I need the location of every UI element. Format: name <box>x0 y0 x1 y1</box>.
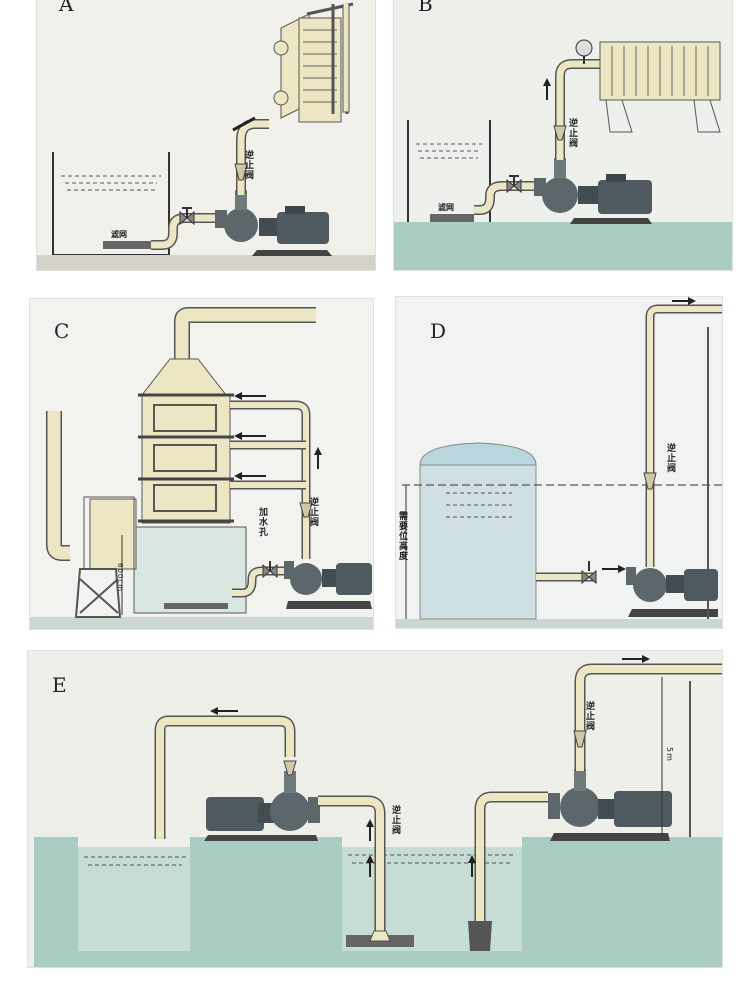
check-valve-label: 逆止阀 <box>665 443 675 473</box>
height-label: 600cm <box>116 563 124 593</box>
diagram-panel-a: A 逆止阀 滤网 <box>37 0 375 270</box>
strainer <box>164 603 228 609</box>
panel-letter: A <box>59 0 74 16</box>
panel-d-drawing <box>396 297 722 628</box>
pump-unit <box>626 567 718 617</box>
filler-hole-label: 加水孔 <box>257 507 267 537</box>
height-label: 5m <box>665 747 674 762</box>
check-valve <box>643 472 657 490</box>
right-check-valve-label: 逆止阀 <box>584 701 594 731</box>
right-discharge-pipe <box>574 663 722 771</box>
flow-arrow <box>543 78 551 100</box>
strainer <box>430 214 474 222</box>
left-check-valve-top <box>283 760 297 776</box>
check-valve-label: 逆止阀 <box>567 118 577 148</box>
left-pump-unit <box>204 771 320 841</box>
diagram-panel-e: E 逆止阀 逆止阀 5m <box>28 651 722 967</box>
strainer-label: 滤网 <box>438 203 454 212</box>
pump-unit <box>215 190 332 256</box>
panel-letter: C <box>54 319 70 343</box>
flow-arrow-top <box>672 297 696 305</box>
panel-a-drawing <box>37 2 375 270</box>
pressure-gauge <box>575 39 593 57</box>
flow-arrows <box>234 392 322 480</box>
plate-heat-exchanger <box>273 2 354 123</box>
diagram-panel-c: C 逆止阀 加水孔 600cm <box>30 299 373 629</box>
flow-arrow <box>232 116 256 132</box>
suction-pipe <box>151 213 217 250</box>
check-valve <box>553 125 567 141</box>
ground-blocks <box>34 837 722 967</box>
panel-letter: D <box>430 319 447 343</box>
stand <box>342 4 350 113</box>
scrubber-tower <box>138 358 234 524</box>
right-check-valve <box>573 730 587 748</box>
discharge-pipe <box>645 304 722 567</box>
check-valve <box>299 502 313 518</box>
strainer-label: 滤网 <box>111 230 127 239</box>
valve <box>262 561 278 579</box>
strainer <box>103 241 151 249</box>
inlet-duct <box>46 411 137 618</box>
check-valve-label: 逆止阀 <box>243 150 253 180</box>
left-up-arrows <box>366 819 374 877</box>
right-up-arrow <box>468 855 476 877</box>
floor <box>30 617 373 629</box>
panel-letter: E <box>52 673 67 697</box>
panel-letter: B <box>418 0 433 16</box>
pump-unit <box>284 561 372 609</box>
diagram-panel-b: B 逆止阀 滤网 <box>394 0 732 270</box>
check-valve <box>234 163 248 181</box>
floor <box>37 255 375 270</box>
valve <box>506 175 522 194</box>
pump-unit <box>534 158 652 224</box>
water-floor <box>394 222 732 270</box>
exhaust-duct <box>174 307 316 363</box>
foot-valve <box>468 921 492 951</box>
right-flow-arrow <box>622 655 650 663</box>
panel-e-drawing <box>34 655 722 967</box>
panel-c-drawing <box>30 307 373 629</box>
storage-tank <box>419 442 537 620</box>
floor <box>396 619 722 628</box>
diagram-panel-d: D 逆止阀 需要位高度 <box>396 297 722 628</box>
filter-press <box>599 41 721 133</box>
check-valve-label: 逆止阀 <box>308 497 318 527</box>
spray-return-pipes <box>230 400 311 529</box>
right-pump-unit <box>548 769 672 841</box>
valve <box>179 207 195 226</box>
left-check-valve-label: 逆止阀 <box>390 805 400 835</box>
panel-b-drawing <box>394 39 732 270</box>
left-flow-arrow <box>210 707 238 715</box>
flow-arrow <box>602 565 626 573</box>
valve <box>581 561 597 585</box>
water-tank <box>133 526 247 614</box>
lift-height-label: 需要位高度 <box>397 511 407 561</box>
